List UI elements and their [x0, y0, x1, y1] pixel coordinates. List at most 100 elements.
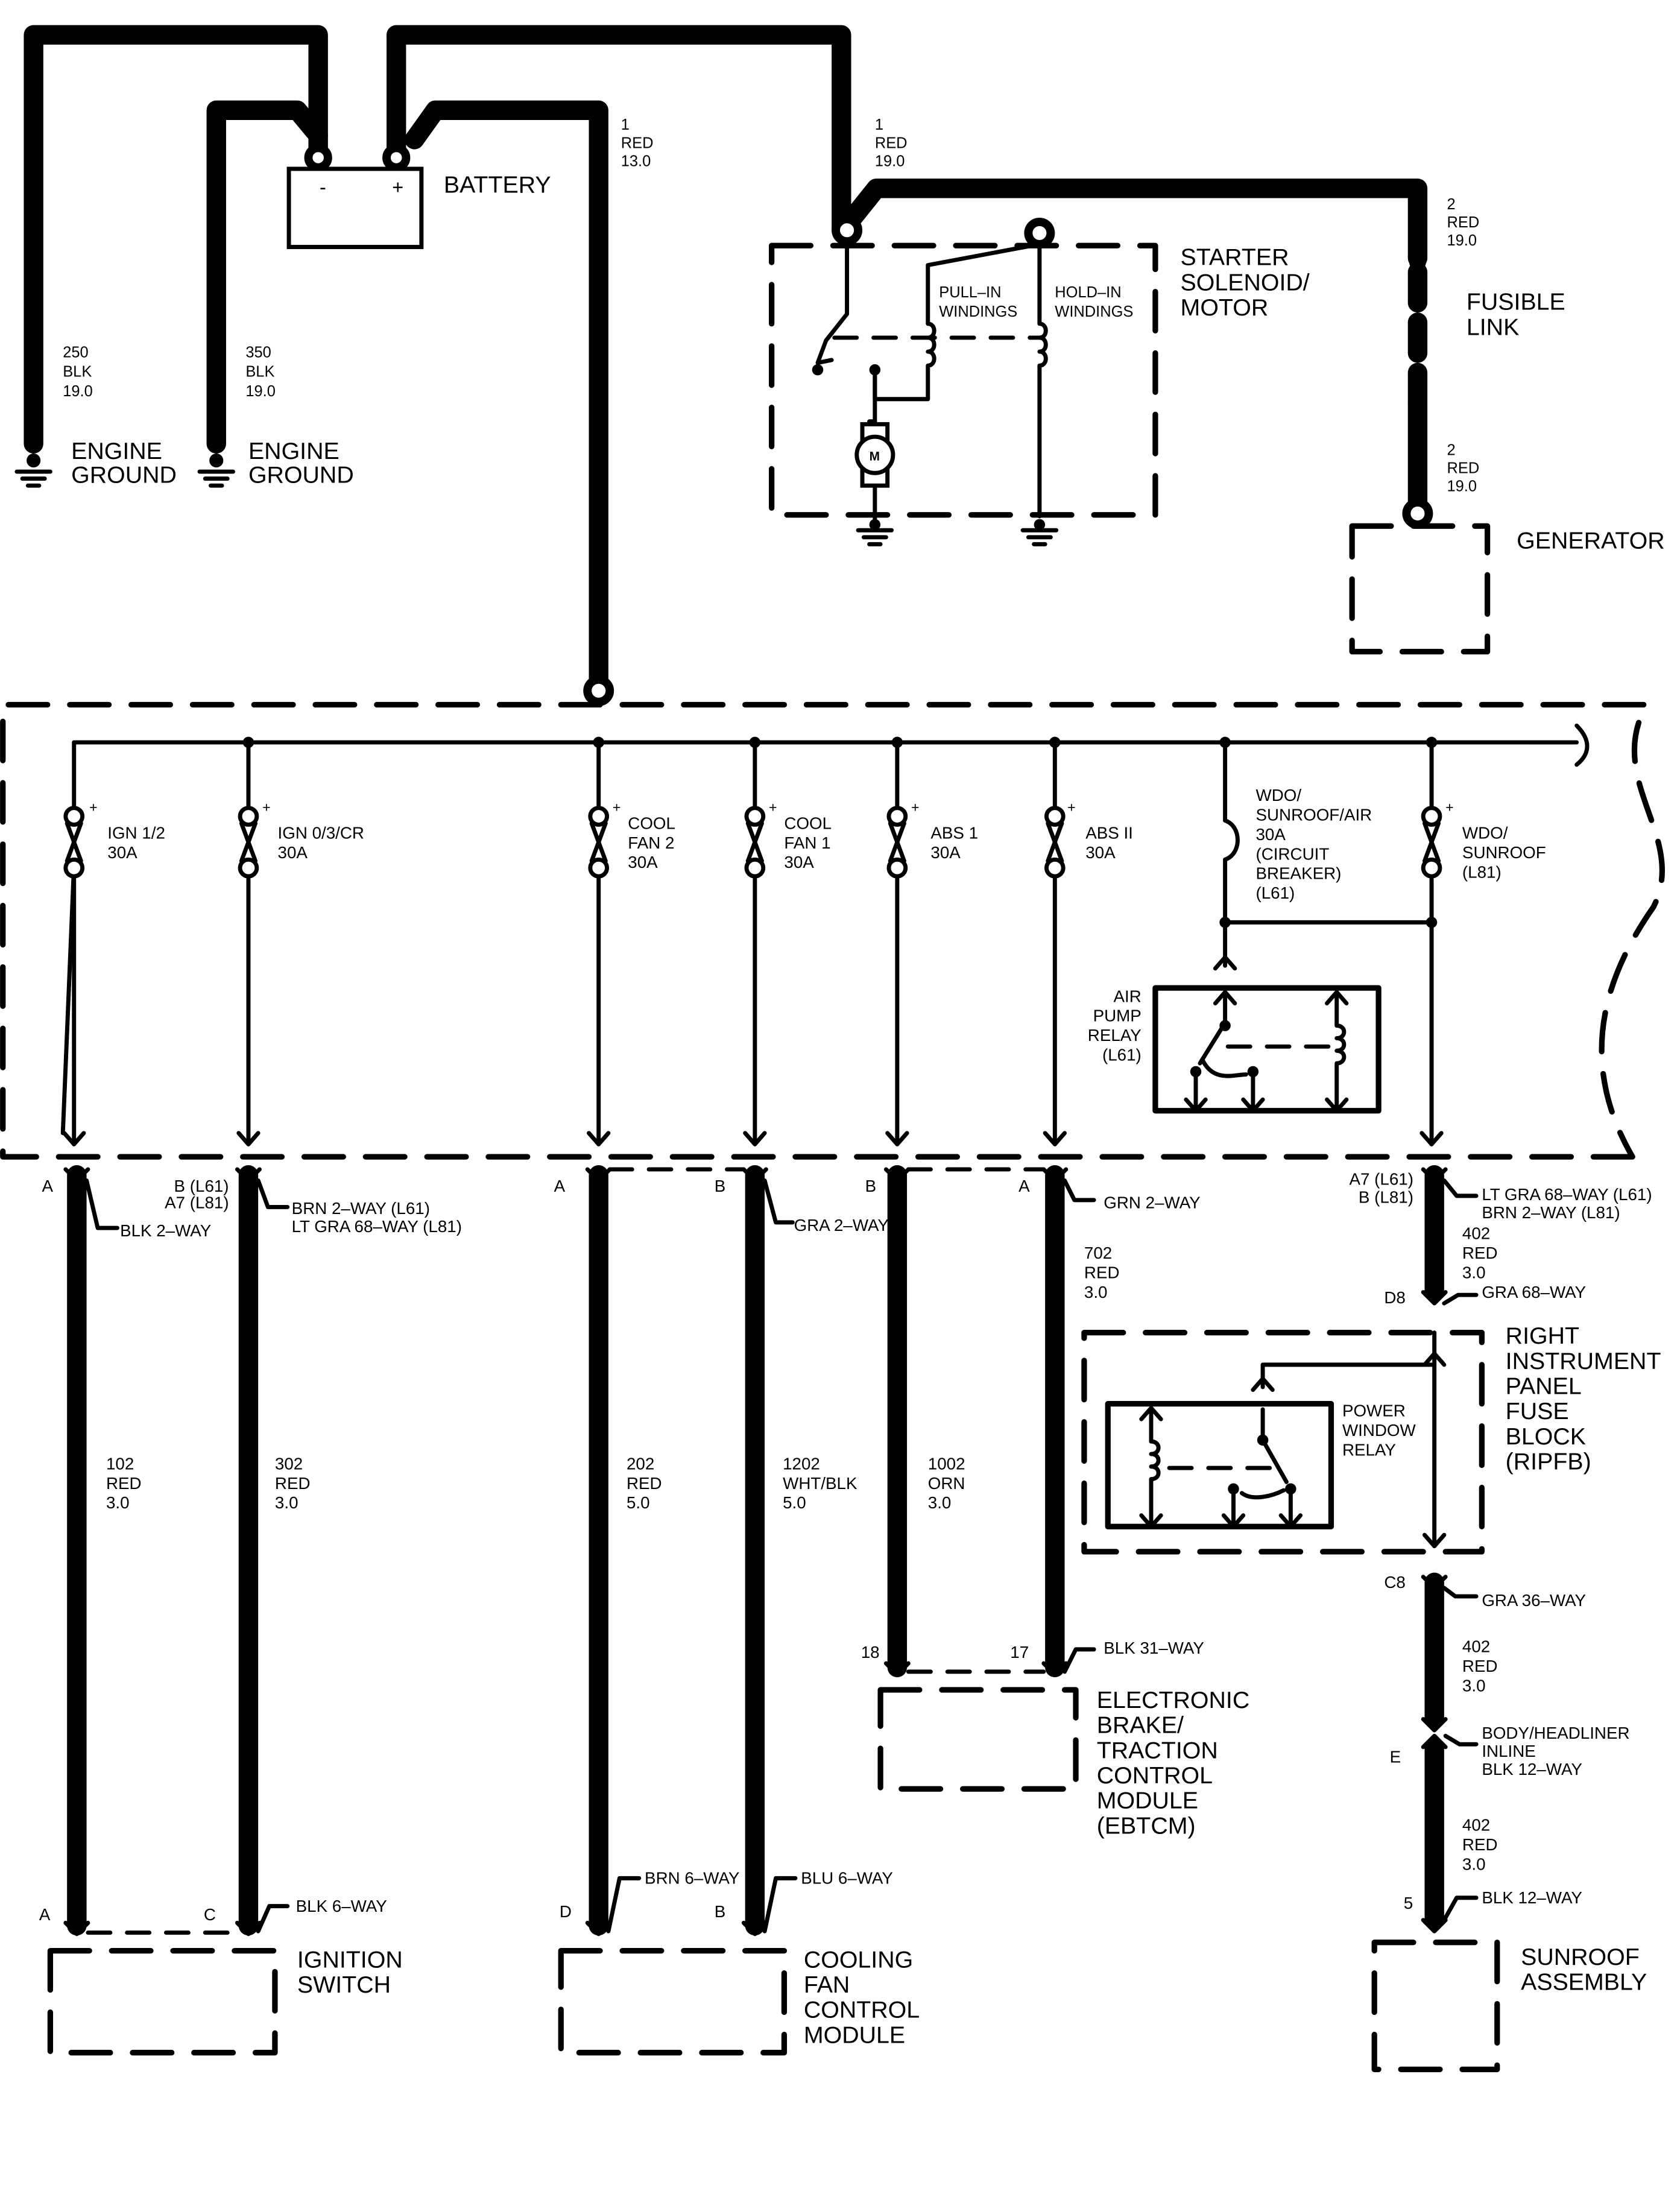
battery-section: - + BATTERY 250 BLK 19.0 350 BLK 19.0 EN… — [14, 25, 908, 691]
svg-text:FAN 1: FAN 1 — [784, 833, 830, 852]
ebtcm: 18 17 BLK 31–WAY ELECTRONIC BRAKE/ TRACT… — [861, 1639, 1250, 1839]
svg-text:GRA 2–WAY: GRA 2–WAY — [794, 1216, 889, 1235]
fuse-ign-1-2: + IGN 1/2 30A — [60, 740, 165, 1146]
wire-250-label: 250 BLK 19.0 — [63, 344, 93, 400]
power-window-relay: POWER WINDOW RELAY — [1105, 1401, 1416, 1529]
air-pump-relay: AIR PUMP RELAY (L61) — [1088, 985, 1382, 1114]
fuse-wdo-sunroof: + WDO/ SUNROOF (L81) — [1419, 740, 1546, 1146]
svg-text:RED: RED — [1447, 460, 1479, 476]
svg-text:BLK 6–WAY: BLK 6–WAY — [296, 1897, 387, 1915]
svg-text:B (L61): B (L61) — [174, 1177, 229, 1195]
svg-text:WINDOW: WINDOW — [1342, 1421, 1416, 1440]
wire-starter-generator — [838, 179, 1428, 268]
svg-text:+: + — [613, 800, 621, 815]
wire-1-red-13-label: 1 RED 13.0 — [621, 116, 654, 169]
svg-text:B (L81): B (L81) — [1359, 1187, 1413, 1206]
svg-text:A7 (L61): A7 (L61) — [1350, 1169, 1413, 1188]
svg-text:3.0: 3.0 — [1462, 1263, 1486, 1282]
svg-text:BLK: BLK — [245, 364, 274, 381]
svg-text:19.0: 19.0 — [1447, 232, 1477, 249]
svg-text:WINDINGS: WINDINGS — [1055, 303, 1133, 320]
wire-350 — [206, 100, 328, 454]
svg-text:402: 402 — [1462, 1224, 1490, 1243]
ignition-switch-label: IGNITION SWITCH — [297, 1946, 403, 1998]
svg-text:3.0: 3.0 — [928, 1493, 952, 1512]
svg-text:30A: 30A — [784, 853, 814, 871]
cooling-fan-control-module: D BRN 6–WAY B BLU 6–WAY COOLING FAN CONT… — [558, 1869, 920, 2056]
svg-text:C8: C8 — [1384, 1573, 1405, 1592]
svg-text:LT GRA 68–WAY (L81): LT GRA 68–WAY (L81) — [292, 1217, 462, 1236]
circuit-702: A GRN 2–WAY 702 RED 3.0 — [1018, 1165, 1201, 1678]
svg-text:BLU 6–WAY: BLU 6–WAY — [801, 1869, 893, 1888]
sunroof-label: SUNROOF ASSEMBLY — [1521, 1944, 1647, 1996]
svg-text:SUNROOF: SUNROOF — [1521, 1944, 1640, 1970]
svg-text:B: B — [715, 1177, 726, 1195]
svg-text:2: 2 — [1447, 441, 1455, 458]
fuse-ign-0-3-cr: + IGN 0/3/CR 30A — [236, 740, 364, 1146]
svg-text:19.0: 19.0 — [245, 383, 276, 400]
svg-text:3.0: 3.0 — [1084, 1283, 1108, 1301]
svg-text:BLK 12–WAY: BLK 12–WAY — [1482, 1888, 1582, 1907]
svg-text:CONTROL: CONTROL — [1097, 1762, 1213, 1789]
generator-box — [1349, 523, 1491, 655]
fusible-link-generator: 2 RED 19.0 2 RED 19.0 FUSIBLE LINK GENER… — [1349, 196, 1665, 655]
svg-text:3.0: 3.0 — [275, 1493, 298, 1512]
svg-text:5.0: 5.0 — [627, 1493, 650, 1512]
svg-text:HOLD–IN: HOLD–IN — [1055, 284, 1121, 301]
circuit-202: A 202 RED 5.0 — [554, 1165, 746, 1936]
svg-text:MODULE: MODULE — [1097, 1788, 1198, 1814]
svg-text:RELAY: RELAY — [1088, 1026, 1142, 1045]
svg-text:30A: 30A — [930, 843, 961, 862]
svg-text:+: + — [1445, 800, 1454, 815]
svg-text:30A: 30A — [1085, 843, 1116, 862]
circuit-402-lower: C8 GRA 36–WAY 402 RED 3.0 BODY/HEADLINER… — [1384, 1572, 1630, 1933]
svg-text:5: 5 — [1404, 1894, 1413, 1912]
svg-text:BLK: BLK — [63, 364, 92, 381]
cooling-fan-label: COOLING FAN CONTROL MODULE — [804, 1946, 920, 2048]
svg-text:302: 302 — [275, 1454, 303, 1473]
svg-text:WHT/BLK: WHT/BLK — [783, 1474, 857, 1493]
svg-text:RIGHT: RIGHT — [1506, 1323, 1579, 1349]
svg-text:RED: RED — [621, 134, 654, 151]
fuse-block-outline — [0, 701, 1666, 1160]
ebtcm-label: ELECTRONIC BRAKE/ TRACTION CONTROL MODUL… — [1097, 1687, 1249, 1839]
svg-text:LT GRA 68–WAY (L61): LT GRA 68–WAY (L61) — [1482, 1185, 1652, 1204]
svg-text:19.0: 19.0 — [63, 383, 93, 400]
svg-text:BRN 2–WAY (L61): BRN 2–WAY (L61) — [292, 1199, 430, 1218]
wire-350-label: 350 BLK 19.0 — [245, 344, 276, 400]
svg-text:GRA 36–WAY: GRA 36–WAY — [1482, 1591, 1586, 1610]
link-bottom-label: 2 RED 19.0 — [1447, 441, 1479, 495]
svg-text:FAN: FAN — [804, 1971, 850, 1998]
svg-text:D: D — [560, 1902, 572, 1921]
sunroof-assembly: SUNROOF ASSEMBLY — [1371, 1940, 1647, 2072]
svg-text:INLINE: INLINE — [1482, 1742, 1535, 1760]
svg-text:A: A — [554, 1177, 566, 1195]
svg-text:RELAY: RELAY — [1342, 1440, 1396, 1459]
svg-text:RED: RED — [1462, 1835, 1498, 1854]
svg-text:18: 18 — [861, 1643, 880, 1662]
ripfb-label: RIGHT INSTRUMENT PANEL FUSE BLOCK (RIPFB… — [1506, 1323, 1661, 1475]
svg-text:A: A — [39, 1905, 51, 1924]
svg-text:COOLING: COOLING — [804, 1946, 913, 1973]
svg-text:+: + — [911, 800, 920, 815]
svg-text:PULL–IN: PULL–IN — [939, 284, 1001, 301]
svg-text:5.0: 5.0 — [783, 1493, 806, 1512]
svg-text:1: 1 — [621, 116, 630, 133]
svg-text:ASSEMBLY: ASSEMBLY — [1521, 1968, 1647, 1995]
svg-text:RED: RED — [1447, 214, 1479, 231]
engine-ground-label-2: ENGINE GROUND — [248, 438, 354, 488]
starter-box — [768, 242, 1158, 518]
svg-text:MOTOR: MOTOR — [1181, 294, 1269, 321]
svg-text:+: + — [1067, 800, 1076, 815]
motor-symbol — [854, 434, 895, 475]
svg-text:AIR: AIR — [1114, 987, 1142, 1005]
svg-text:30A: 30A — [278, 843, 308, 862]
battery-symbol — [286, 166, 424, 250]
starter-label: STARTER SOLENOID/ MOTOR — [1181, 244, 1310, 321]
generator-label: GENERATOR — [1517, 527, 1664, 554]
circuit-402-upper: A7 (L61) B (L81) LT GRA 68–WAY (L61) BRN… — [1350, 1165, 1652, 1307]
svg-text:30A: 30A — [628, 853, 658, 871]
ignition-switch: A C BLK 6–WAY IGNITION SWITCH — [39, 1897, 403, 2056]
svg-text:MODULE: MODULE — [804, 2022, 905, 2048]
svg-text:17: 17 — [1010, 1643, 1029, 1662]
